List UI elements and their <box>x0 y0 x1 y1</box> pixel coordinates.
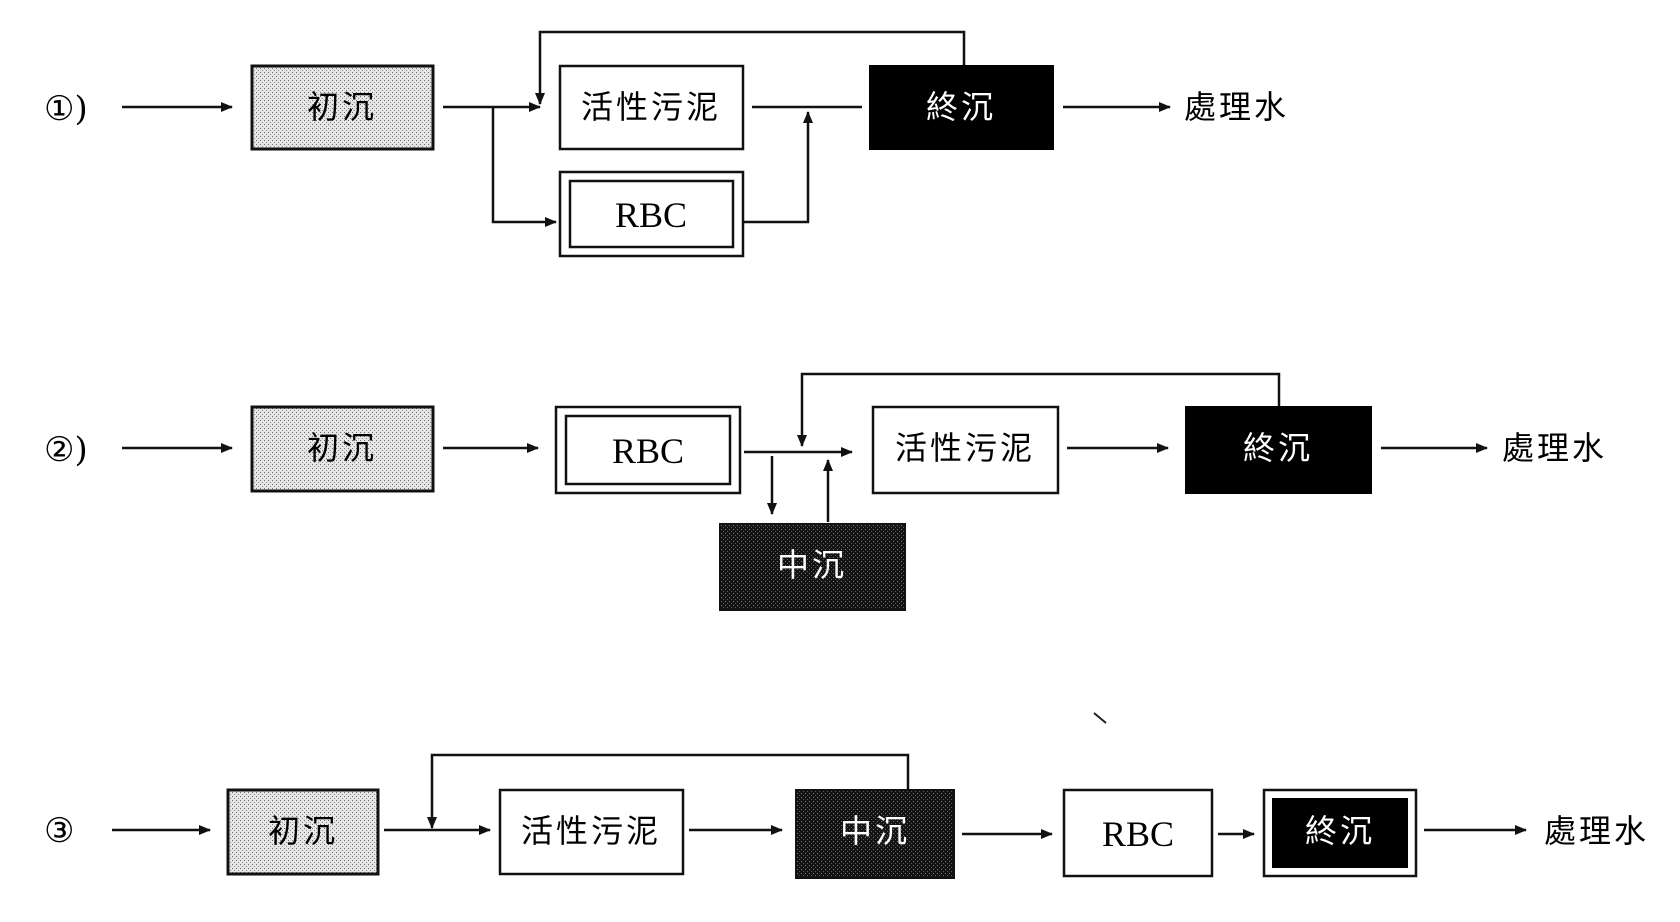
process-3: ③ 初沉 活性污泥 中沉 RBC 終沉 處理 <box>44 753 1649 879</box>
process-2-return-sludge-arrow <box>797 372 1281 447</box>
process-2-primary-settling-box: 初沉 <box>250 405 435 493</box>
process-1-rbc-outflow-arrow <box>743 111 813 224</box>
process-2-intermediate-settling-label: 中沉 <box>777 546 847 584</box>
process-1-final-settling-box: 終沉 <box>869 65 1054 150</box>
process-1-return-sludge-arrow <box>535 30 966 105</box>
process-2-rbc-label: RBC <box>612 431 684 471</box>
process-3-intermediate-settling-box: 中沉 <box>795 789 955 879</box>
process-3-treated-water-label: 處理水 <box>1544 812 1649 850</box>
process-3-primary-settling-box: 初沉 <box>226 788 380 876</box>
process-3-rbc-label: RBC <box>1102 814 1174 854</box>
process-1-primary-settling-label: 初沉 <box>307 88 377 126</box>
process-2-treated-water-label: 處理水 <box>1502 429 1607 467</box>
process-1-activated-sludge-label: 活性污泥 <box>581 88 721 126</box>
process-2: ②) 初沉 RBC 中沉 活性污泥 終沉 <box>44 372 1607 611</box>
process-2-activated-sludge-label: 活性污泥 <box>895 429 1035 467</box>
process-1-activated-sludge-box: 活性污泥 <box>558 64 745 151</box>
process-2-final-settling-box: 終沉 <box>1185 406 1372 494</box>
process-3-final-settling-box: 終沉 <box>1262 788 1418 878</box>
process-2-intermediate-settling-box: 中沉 <box>719 523 906 611</box>
process-2-activated-sludge-box: 活性污泥 <box>871 405 1060 495</box>
scan-artifact-mark <box>1093 712 1107 724</box>
process-2-rbc-box: RBC <box>554 405 742 495</box>
process-1-rbc-box: RBC <box>558 170 745 258</box>
process-1-final-settling-label: 終沉 <box>926 88 996 126</box>
process-3-activated-sludge-box: 活性污泥 <box>498 788 685 876</box>
process-3-final-settling-label: 終沉 <box>1305 812 1375 850</box>
process-1-to-rbc-arrow <box>491 107 557 227</box>
process-2-final-settling-label: 終沉 <box>1243 429 1313 467</box>
process-3-intermediate-settling-label: 中沉 <box>840 812 910 850</box>
process-3-primary-settling-label: 初沉 <box>268 812 338 850</box>
process-2-primary-settling-label: 初沉 <box>307 429 377 467</box>
process-2-number: ②) <box>44 430 88 470</box>
process-3-rbc-box: RBC <box>1062 788 1214 878</box>
process-1-primary-settling-box: 初沉 <box>250 64 435 151</box>
process-3-number: ③ <box>44 811 74 851</box>
process-3-activated-sludge-label: 活性污泥 <box>521 812 661 850</box>
process-1-treated-water-label: 處理水 <box>1184 88 1289 126</box>
process-1-number: ①) <box>44 89 88 129</box>
process-3-return-sludge-arrow <box>427 753 910 829</box>
process-1: ①) 初沉 活性污泥 RBC 終沉 <box>44 30 1289 258</box>
process-1-rbc-label: RBC <box>615 195 687 235</box>
